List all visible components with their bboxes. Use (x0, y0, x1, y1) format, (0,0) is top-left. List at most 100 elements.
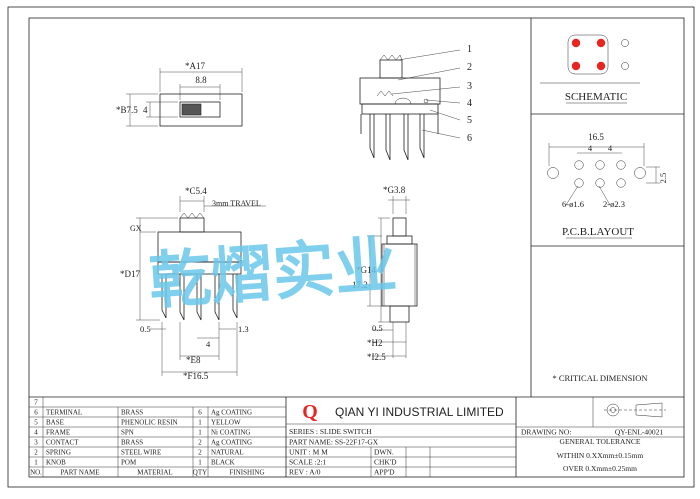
pcb-layout (547, 143, 660, 206)
tolerance-within: WITHIN 0.XXmm±0.15mm (557, 451, 644, 460)
dim-g-top: *G3.8 (383, 185, 406, 195)
svg-text:FRAME: FRAME (46, 429, 70, 437)
svg-text:CONTACT: CONTACT (46, 439, 79, 447)
rev-label: REV : A/0 (289, 468, 321, 477)
gx-label: GX (130, 224, 142, 233)
dim-e: *E8 (186, 355, 201, 365)
bom-qty: 6 (198, 409, 202, 417)
dim-d: *D17 (120, 269, 140, 279)
svg-text:STEEL WIRE: STEEL WIRE (121, 449, 161, 457)
top-view (126, 68, 243, 127)
bom-finishing: Ag COATING (211, 409, 252, 417)
dim-f: *F16.5 (183, 371, 209, 381)
tolerance-over: OVER 0.Xmm±0.25mm (563, 464, 637, 473)
dim-c: *C5.4 (185, 186, 207, 196)
svg-text:NATURAL: NATURAL (211, 449, 244, 457)
pcb-pitch-b: 4 (608, 143, 613, 153)
title-block-grid (29, 396, 684, 477)
pcb-pitch-a: 4 (588, 143, 593, 153)
dim-pin-gap: 4 (206, 339, 211, 349)
schematic-label: SCHEMATIC (565, 91, 627, 103)
bom-part: TERMINAL (46, 409, 82, 417)
pcb-pads-note: 2-ø2.3 (603, 199, 625, 209)
dim-i: *I2.5 (367, 352, 386, 362)
svg-text:1: 1 (198, 429, 202, 437)
callout-6: 6 (467, 133, 472, 144)
svg-text:2: 2 (198, 439, 202, 447)
svg-text:1: 1 (198, 419, 202, 427)
dim-g14: *G14 (356, 265, 376, 275)
callout-4: 4 (467, 98, 472, 109)
dim-thickness: 0.5 (372, 323, 383, 333)
watermark: 乾熠实业 (147, 228, 400, 318)
appd-label: APP'D (374, 468, 395, 477)
schematic-symbol (540, 34, 640, 84)
part-name-label: PART NAME: SS-22F17-GX (289, 438, 379, 447)
bom-material: BRASS (121, 409, 143, 417)
svg-text:BLACK: BLACK (211, 459, 235, 467)
series-label: SERIES : SLIDE SWITCH (289, 427, 372, 436)
dim-total-height: 17.2 (352, 280, 368, 290)
tolerance-title: GENERAL TOLERANCE (560, 437, 641, 446)
svg-text:POM: POM (121, 459, 137, 467)
pcb-layout-label: P.C.B.LAYOUT (562, 226, 634, 238)
svg-text:5: 5 (34, 419, 38, 427)
part-assembly-view (359, 49, 461, 161)
pcb-width-dim: 16.5 (588, 132, 604, 142)
front-view (136, 196, 266, 376)
svg-text:2: 2 (198, 449, 202, 457)
svg-text:Ni COATING: Ni COATING (211, 429, 250, 437)
dim-h: *H2 (367, 338, 383, 348)
svg-text:PHENOLIC RESIN: PHENOLIC RESIN (121, 419, 178, 427)
scale-label: SCALE :2:1 (289, 458, 327, 467)
svg-text:SPN: SPN (121, 429, 134, 437)
bom-header-material: MATERIAL (137, 469, 172, 477)
travel-note: 3mm TRAVEL (212, 199, 261, 208)
callout-3: 3 (467, 81, 472, 92)
svg-text:BRASS: BRASS (121, 439, 143, 447)
side-view (367, 196, 418, 358)
callout-2: 2 (467, 62, 472, 73)
company-name: QIAN YI INDUSTRIAL LIMITED (335, 405, 504, 419)
svg-text:1: 1 (198, 459, 202, 467)
dim-b: *B7.5 (116, 105, 138, 115)
svg-text:3: 3 (34, 439, 38, 447)
bom-header-part: PART NAME (60, 469, 99, 477)
svg-text:SPRING: SPRING (46, 449, 71, 457)
svg-text:KNOB: KNOB (46, 459, 66, 467)
chkd-label: CHK'D (374, 458, 397, 467)
svg-text:7: 7 (34, 399, 38, 407)
svg-text:4: 4 (34, 429, 38, 437)
callout-1: 1 (467, 44, 472, 55)
outer-border (7, 6, 695, 488)
critical-dimension-note: * CRITICAL DIMENSION (552, 373, 647, 383)
projection-symbol (604, 402, 666, 418)
bom-header-finishing: FINISHING (230, 469, 265, 477)
dim-a: *A17 (185, 61, 205, 71)
svg-text:2: 2 (34, 449, 38, 457)
bom-table: 7 6 TERMINAL BRASS 6 Ag COATING 5 BASE P… (30, 399, 264, 477)
dim-pin-width: 0.5 (140, 324, 151, 334)
dim-b-inner: 4 (143, 105, 148, 115)
drawing-no-label: DRAWING NO: (521, 428, 571, 437)
dwn-label: DWN. (374, 448, 394, 457)
callout-5: 5 (467, 115, 472, 126)
company-logo: Q (302, 401, 318, 423)
svg-text:BASE: BASE (46, 419, 64, 427)
svg-text:Ag COATING: Ag COATING (211, 439, 252, 447)
drawing-no: QY-ENL-40021 (615, 428, 664, 437)
inner-border (28, 17, 685, 478)
svg-text:Q: Q (302, 401, 318, 423)
pcb-holes-note: 6-ø1.6 (562, 199, 584, 209)
bom-header-no: NO. (30, 469, 42, 477)
pcb-height-dim: 2.5 (658, 173, 668, 184)
dim-lead-width: 1.3 (238, 324, 249, 334)
svg-text:1: 1 (34, 459, 38, 467)
svg-text:YELLOW: YELLOW (211, 419, 241, 427)
bom-header-qty: QTY (193, 469, 207, 477)
dim-a-inner: 8.8 (195, 75, 207, 85)
unit-label: UNIT : M M (289, 448, 328, 457)
bom-no: 6 (34, 409, 38, 417)
